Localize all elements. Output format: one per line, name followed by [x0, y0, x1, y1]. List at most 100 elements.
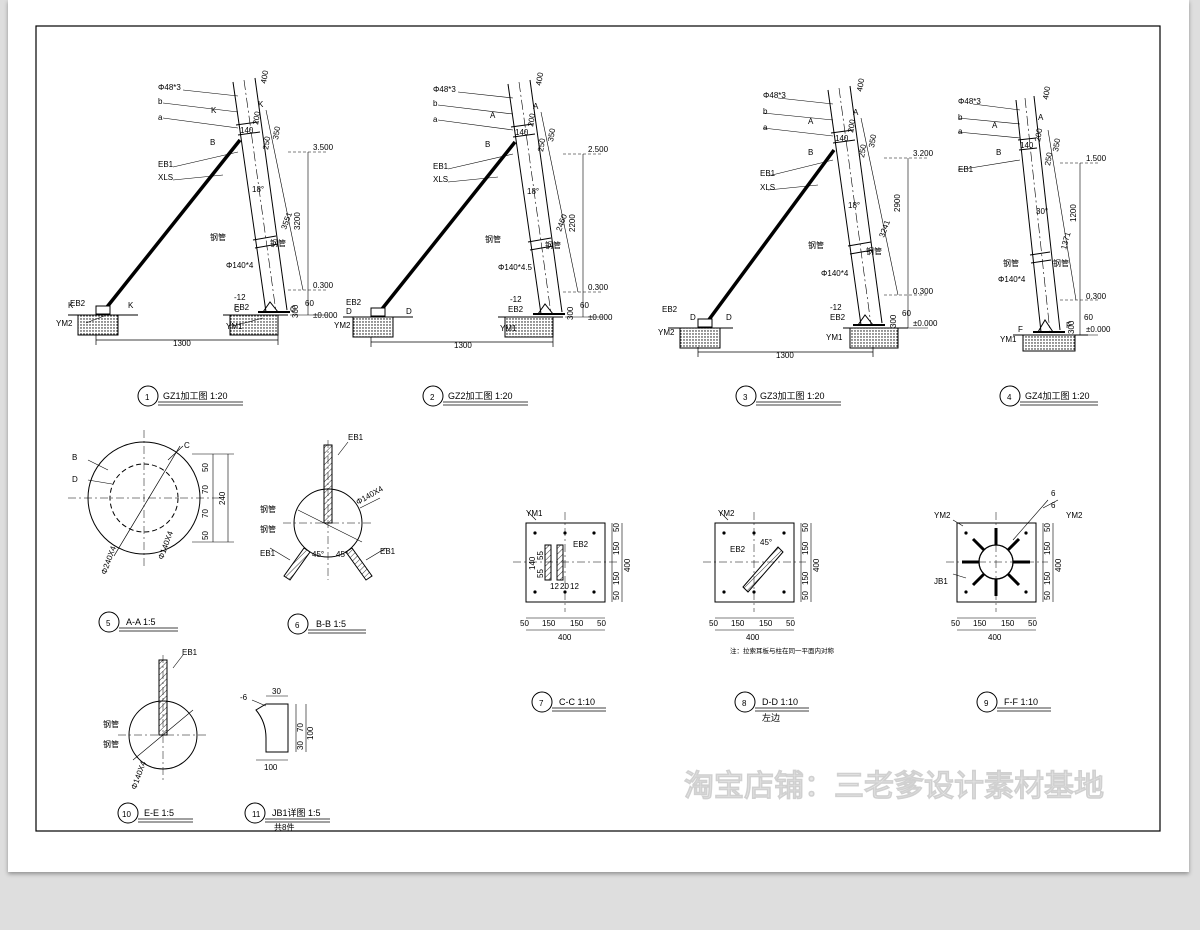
- ff-v50a: 50: [1043, 523, 1052, 532]
- section-ff-labels: YM2 YM2 JB1 6 6 50 150 150 50 400 50 150…: [934, 489, 1083, 708]
- jb1-num: 11: [252, 810, 261, 819]
- dd-note: 注：拉索耳板与柱在同一平面内对称: [730, 646, 835, 655]
- gz3-sec-a: A: [808, 117, 814, 126]
- gz1-sec-c2: C: [290, 305, 296, 314]
- section-dd-labels: YM2 EB2 45° 50 150 150 50 400 50 150 150…: [709, 509, 835, 723]
- cc-h50a: 50: [520, 619, 529, 628]
- gz1-span: 1300: [173, 339, 191, 348]
- gz4-title: GZ4加工图 1:20: [1025, 391, 1090, 401]
- aa-b: B: [72, 453, 77, 462]
- gz4-d1: 350: [1051, 137, 1062, 152]
- jb1-title: JB1详图 1:5: [272, 807, 321, 818]
- gz1-ym2: YM2: [56, 319, 73, 328]
- dd-title: D-D 1:10: [762, 697, 798, 707]
- gz2-elevation: [343, 79, 603, 407]
- gz4-pipe-label: Φ140*4: [998, 275, 1026, 284]
- ee-title: E-E 1:5: [144, 808, 174, 818]
- gz4-angle-label: 30°: [1036, 207, 1048, 216]
- gz2-zero-elev: ±0.000: [588, 313, 613, 322]
- gz1-d3: 250: [261, 135, 272, 150]
- cc-vtotal: 400: [623, 558, 632, 572]
- dd-ym2: YM2: [718, 509, 735, 518]
- gz3-top-elev: 3.200: [913, 149, 934, 158]
- section-bb: [269, 440, 387, 635]
- gz2-mid-elev: 0.300: [588, 283, 609, 292]
- gz2-d5: 60: [580, 301, 589, 310]
- dd-htotal: 400: [746, 633, 760, 642]
- section-ff: [946, 499, 1059, 713]
- cc-v50a: 50: [612, 523, 621, 532]
- dd-v50a: 50: [801, 523, 810, 532]
- gz4-sec-c: F: [1018, 325, 1023, 334]
- cc-v50b: 50: [612, 591, 621, 600]
- gz1-d1: 350: [271, 125, 282, 140]
- gz1-plate: -12: [234, 293, 246, 302]
- gz3-span: 1300: [776, 351, 794, 360]
- gz4-sec-a: A: [992, 121, 998, 130]
- gz3-eb1-label: EB1: [760, 169, 776, 178]
- gz2-h2: 2460: [554, 212, 569, 232]
- gz1-a-label: a: [158, 113, 163, 122]
- gz3-b-tag: B: [808, 148, 813, 157]
- cc-12: 12: [550, 582, 559, 591]
- bb-eb1-left: EB1: [260, 549, 276, 558]
- gz4-labels: Φ48*3 b a EB1 Φ140*4 30° 1.500 0.300 ±0.…: [958, 85, 1111, 402]
- ff-d6b: 6: [1051, 501, 1056, 510]
- gz3-d4: 140: [835, 134, 849, 143]
- cad-drawing: Φ48*3 b a EB1 XLS Φ140*4 18° 3.500 0.300…: [35, 25, 1161, 832]
- ff-v150a: 150: [1043, 541, 1052, 555]
- dd-h50a: 50: [709, 619, 718, 628]
- gz3-d1: 350: [867, 133, 878, 148]
- gz2-len: 400: [534, 71, 545, 86]
- jb1-w100: 100: [264, 763, 278, 772]
- gz2-eb2-top: EB2: [346, 298, 362, 307]
- gz1-d2: 200: [251, 110, 262, 125]
- gz3-base-d: 300: [889, 314, 898, 328]
- gz3-d2: 200: [846, 118, 857, 133]
- gz4-len: 400: [1041, 85, 1052, 100]
- cc-h150b: 150: [570, 619, 584, 628]
- ee-tag1: 钢管: [103, 719, 119, 729]
- gz2-tag: 钢管: [485, 234, 501, 244]
- gz2-ym2: YM2: [334, 321, 351, 330]
- gz4-tag2: 钢管: [1053, 258, 1069, 268]
- aa-70b: 70: [201, 509, 210, 518]
- ff-vtotal: 400: [1054, 558, 1063, 572]
- gz3-angle-label: 18°: [848, 201, 860, 210]
- gz3-sec-c: D: [690, 313, 696, 322]
- dd-h50b: 50: [786, 619, 795, 628]
- dd-h150b: 150: [759, 619, 773, 628]
- aa-c: C: [184, 441, 190, 450]
- gz2-b-tag: B: [485, 140, 490, 149]
- gz3-eb2: EB2: [830, 313, 846, 322]
- gz2-span: 1300: [454, 341, 472, 350]
- ff-ym2a: YM2: [934, 511, 951, 520]
- gz2-a-label: a: [433, 115, 438, 124]
- cc-title: C-C 1:10: [559, 697, 595, 707]
- gz2-sec-c: D: [346, 307, 352, 316]
- dd-eb2: EB2: [730, 545, 746, 554]
- gz3-h1: 2900: [893, 194, 902, 212]
- gz4-pipe-top-label: Φ48*3: [958, 97, 981, 106]
- gz1-sec-c: C: [234, 305, 240, 314]
- ff-v50b: 50: [1043, 591, 1052, 600]
- gz1-xls-label: XLS: [158, 173, 173, 182]
- gz2-pipe-label: Φ140*4.5: [498, 263, 533, 272]
- drawing-sheet: Φ48*3 b a EB1 XLS Φ140*4 18° 3.500 0.300…: [8, 0, 1189, 872]
- gz1-top-elev: 3.500: [313, 143, 334, 152]
- ff-h150b: 150: [1001, 619, 1015, 628]
- ff-title: F-F 1:10: [1004, 697, 1038, 707]
- cc-v150b: 150: [612, 571, 621, 585]
- gz1-mid-elev: 0.300: [313, 281, 334, 290]
- section-ee-labels: EB1 钢管 钢管 Φ140X4 10 E-E 1:5: [103, 648, 198, 819]
- gz1-tag: 钢管: [210, 232, 226, 242]
- gz2-xls-label: XLS: [433, 175, 448, 184]
- gz4-eb1-label: EB1: [958, 165, 974, 174]
- gz2-sec-a2: A: [533, 102, 539, 111]
- aa-50b: 50: [201, 531, 210, 540]
- gz1-k-left: K: [68, 301, 74, 310]
- gz4-d3: 250: [1043, 151, 1054, 166]
- ee-num: 10: [122, 810, 131, 819]
- gz3-d5: 60: [902, 309, 911, 318]
- gz1-b-tag: B: [210, 138, 215, 147]
